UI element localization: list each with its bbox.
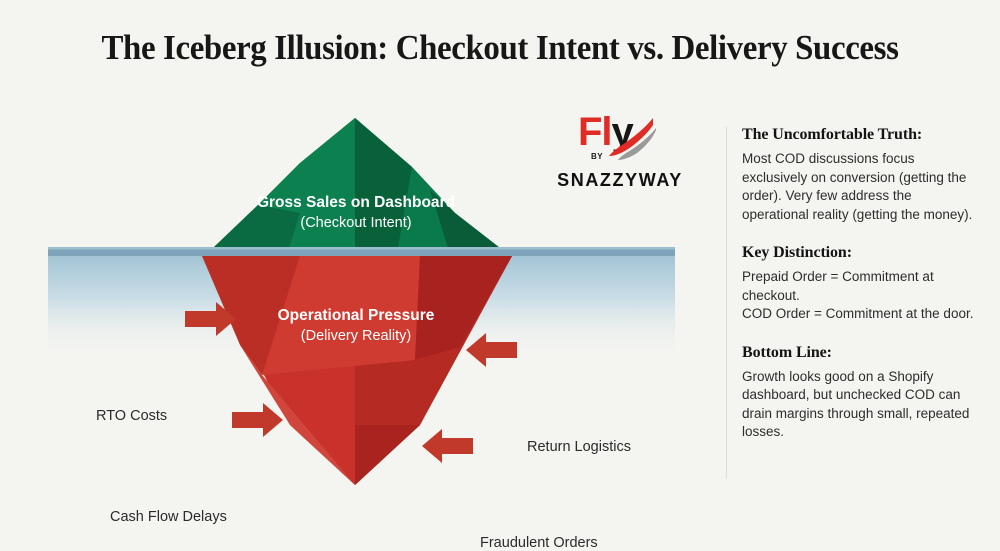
arrow-label-rto-costs: RTO Costs bbox=[96, 408, 168, 424]
panel-section-uncomfortable-truth: The Uncomfortable Truth: Most COD discus… bbox=[742, 126, 974, 224]
infographic-canvas: The Iceberg Illusion: Checkout Intent vs… bbox=[0, 28, 974, 551]
iceberg-below-water bbox=[202, 256, 512, 485]
panel-heading: Key Distinction: bbox=[742, 244, 852, 261]
arrow-label-cash-flow-delays: Cash Flow Delays bbox=[110, 509, 227, 525]
arrow-return-logistics-icon bbox=[466, 333, 517, 367]
panel-heading: Bottom Line: bbox=[742, 343, 832, 361]
below-water-label-line1: Operational Pressure bbox=[278, 307, 435, 324]
iceberg-illustration: Gross Sales on Dashboard (Checkout Inten… bbox=[0, 95, 700, 551]
panel-body: Growth looks good on a Shopify dashboard… bbox=[742, 368, 970, 440]
panel-section-key-distinction: Key Distinction: Prepaid Order = Commitm… bbox=[742, 244, 974, 324]
arrow-cash-flow-delays-icon bbox=[232, 403, 283, 437]
logo-wordmark-part1: Fl bbox=[578, 110, 613, 154]
arrow-label-fraudulent-orders: Fraudulent Orders bbox=[480, 535, 598, 551]
wing-swoosh-icon bbox=[609, 118, 656, 160]
panel-body: Prepaid Order = Commitment at checkout. … bbox=[742, 269, 974, 321]
panel-body: Most COD discussions focus exclusively o… bbox=[742, 151, 973, 222]
panel-divider bbox=[726, 127, 727, 479]
arrow-rto-costs-icon bbox=[185, 302, 236, 336]
panel-heading: The Uncomfortable Truth: bbox=[742, 126, 923, 143]
above-water-label-line1: Gross Sales on Dashboard bbox=[257, 194, 455, 211]
above-water-label-line2: (Checkout Intent) bbox=[300, 215, 411, 231]
waterline-highlight bbox=[48, 247, 675, 250]
page-title: The Iceberg Illusion: Checkout Intent vs… bbox=[101, 28, 899, 67]
arrow-label-return-logistics: Return Logistics bbox=[527, 439, 631, 455]
iceberg-graphic: Gross Sales on Dashboard (Checkout Inten… bbox=[48, 118, 675, 485]
panel-section-bottom-line: Bottom Line: Growth looks good on a Shop… bbox=[742, 344, 974, 442]
logo-brand-name: SNAZZYWAY bbox=[557, 170, 683, 190]
arrow-fraudulent-orders-icon bbox=[422, 429, 473, 463]
below-water-label-line2: (Delivery Reality) bbox=[301, 328, 411, 344]
waterline-band bbox=[48, 247, 675, 256]
insights-panel: The Uncomfortable Truth: Most COD discus… bbox=[742, 126, 974, 462]
logo-by-text: BY bbox=[591, 152, 604, 161]
iceberg-above-water bbox=[213, 118, 500, 248]
brand-logo[interactable]: Fly BY SNAZZYWAY bbox=[545, 110, 695, 200]
